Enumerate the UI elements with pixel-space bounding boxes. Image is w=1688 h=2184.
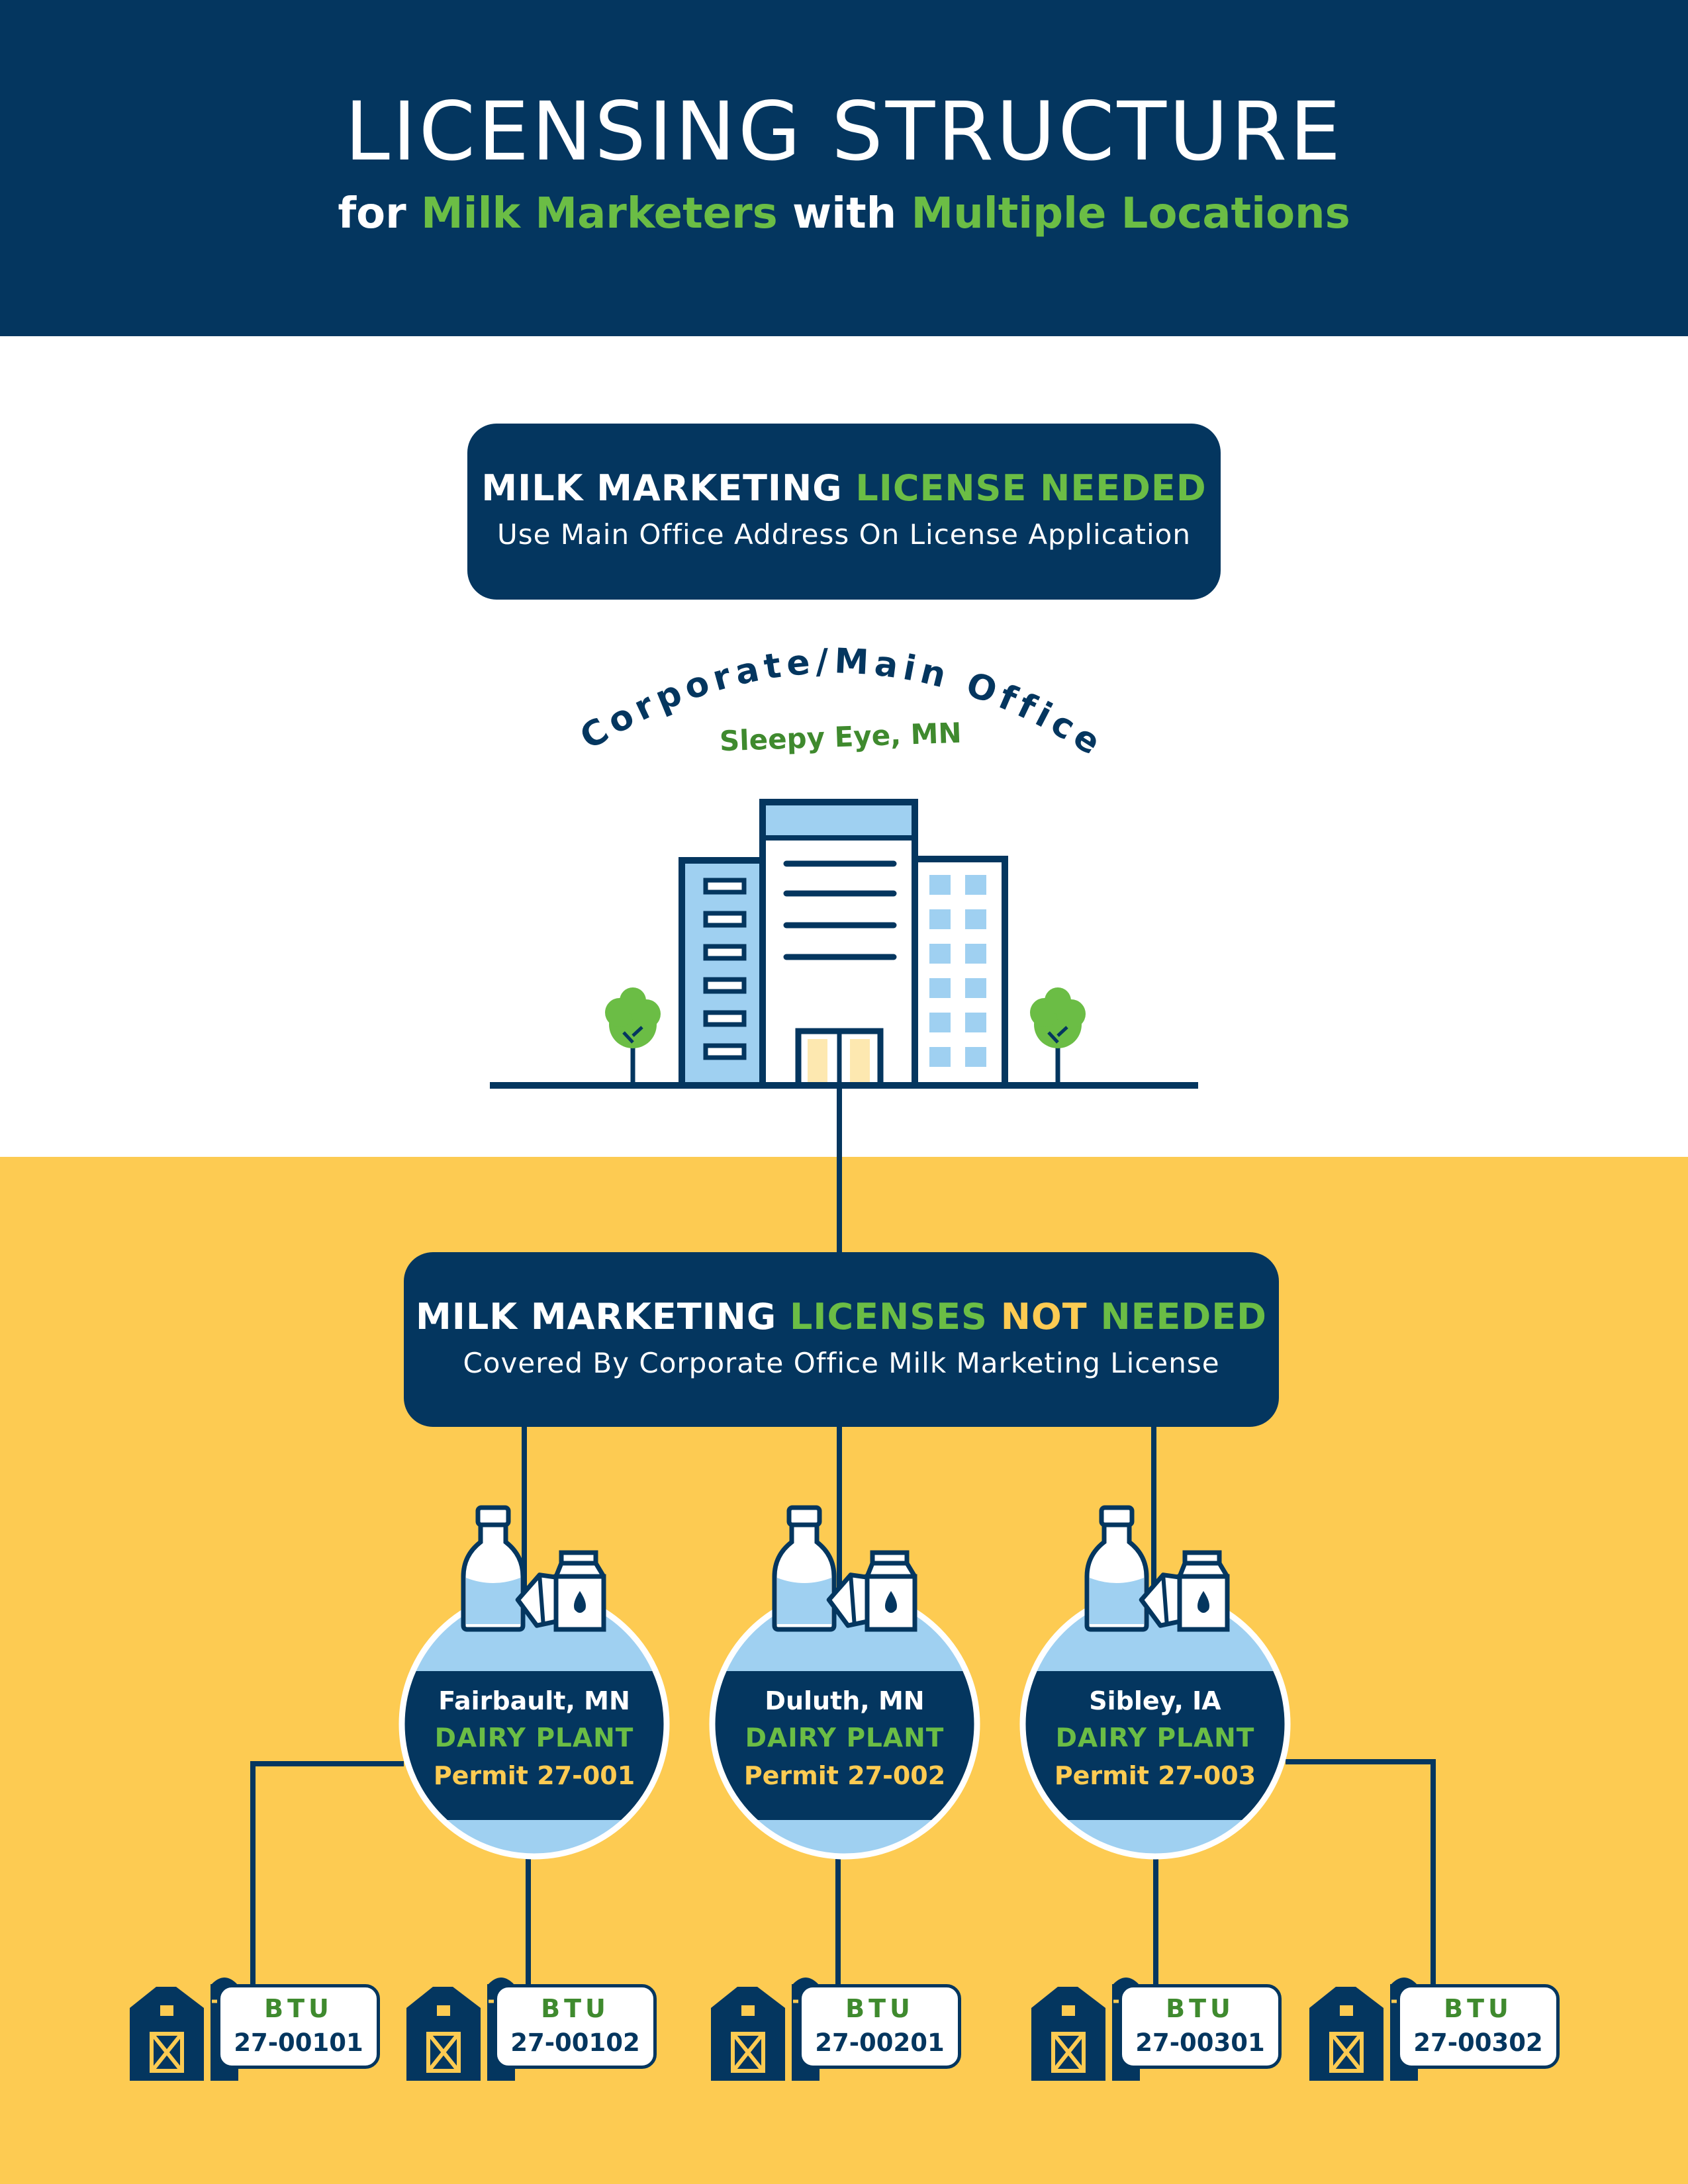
btu-card-4: BTU 27-00301 — [1119, 1984, 1282, 2069]
subtitle-multiple-locations: Multiple Locations — [911, 189, 1350, 238]
btu-id: 27-00201 — [815, 2028, 945, 2057]
right-tree-icon — [1030, 987, 1086, 1083]
btu-card-5: BTU 27-00302 — [1397, 1984, 1560, 2069]
btu-label: BTU — [1444, 1994, 1513, 2023]
plant-permit: Permit 27-001 — [433, 1761, 635, 1790]
license-needed-subtitle: Use Main Office Address On License Appli… — [496, 518, 1191, 551]
main-office-location: Sleepy Eye, MN — [719, 717, 962, 758]
milk-products-icon-3 — [1084, 1505, 1230, 1632]
plant-permit: Permit 27-003 — [1054, 1761, 1256, 1790]
btu-id: 27-00301 — [1135, 2028, 1265, 2057]
plant-label-2: Duluth, MN DAIRY PLANT Permit 27-002 — [712, 1686, 977, 1790]
plant-city: Duluth, MN — [765, 1686, 925, 1715]
office-building-icon — [490, 799, 1198, 1089]
license-needed-title-part1: MILK MARKETING — [481, 467, 843, 509]
milk-products-icon-2 — [772, 1505, 917, 1632]
btu-card-3: BTU 27-00201 — [798, 1984, 961, 2069]
btu-id: 27-00302 — [1413, 2028, 1543, 2057]
subtitle-milk-marketers: Milk Marketers — [420, 189, 778, 238]
license-needed-title-part2: LICENSE NEEDED — [855, 467, 1207, 509]
plant-type: DAIRY PLANT — [745, 1723, 945, 1753]
btu-id: 27-00101 — [234, 2028, 363, 2057]
plant-circle-2 — [709, 1588, 980, 1860]
plant-type: DAIRY PLANT — [434, 1723, 634, 1753]
plant-permit: Permit 27-002 — [743, 1761, 946, 1790]
plant-city: Fairbault, MN — [438, 1686, 630, 1715]
btu-label: BTU — [845, 1994, 914, 2023]
btu-id: 27-00102 — [510, 2028, 640, 2057]
licenses-not-needed-subtitle: Covered By Corporate Office Milk Marketi… — [463, 1347, 1220, 1379]
plant-type: DAIRY PLANT — [1055, 1723, 1255, 1753]
btu-label: BTU — [264, 1994, 333, 2023]
licenses-not-needed-box: MILK MARKETING LICENSES NOT NEEDED Cover… — [404, 1252, 1279, 1427]
btu-label: BTU — [541, 1994, 610, 2023]
connector-lines — [250, 1085, 1436, 1997]
subtitle-for: for — [338, 189, 406, 238]
plant-city: Sibley, IA — [1089, 1686, 1221, 1715]
license-needed-title: MILK MARKETING LICENSE NEEDED — [467, 467, 1221, 509]
license-needed-box: MILK MARKETING LICENSE NEEDED Use Main O… — [467, 424, 1221, 600]
licenses-not-needed-title: MILK MARKETING LICENSES NOT NEEDED — [404, 1296, 1279, 1338]
not-needed-title-part4: NEEDED — [1100, 1296, 1267, 1338]
page-title: LICENSING STRUCTURE — [344, 85, 1344, 179]
page-subtitle: for Milk Marketers with Multiple Locatio… — [0, 189, 1688, 238]
plant-circle-3 — [1019, 1588, 1291, 1860]
not-needed-title-part3: NOT — [1000, 1296, 1088, 1338]
not-needed-title-part1: MILK MARKETING — [416, 1296, 777, 1338]
plant-label-3: Sibley, IA DAIRY PLANT Permit 27-003 — [1023, 1686, 1288, 1790]
header-banner: LICENSING STRUCTURE for Milk Marketers w… — [0, 0, 1688, 336]
subtitle-with: with — [792, 189, 897, 238]
btu-card-2: BTU 27-00102 — [494, 1984, 657, 2069]
left-tree-icon — [605, 987, 661, 1083]
not-needed-title-part2: LICENSES — [790, 1296, 988, 1338]
btu-card-1: BTU 27-00101 — [217, 1984, 380, 2069]
btu-label: BTU — [1166, 1994, 1235, 2023]
plant-label-1: Fairbault, MN DAIRY PLANT Permit 27-001 — [402, 1686, 667, 1790]
plant-circle-1 — [399, 1588, 670, 1860]
milk-products-icon-1 — [461, 1505, 606, 1632]
